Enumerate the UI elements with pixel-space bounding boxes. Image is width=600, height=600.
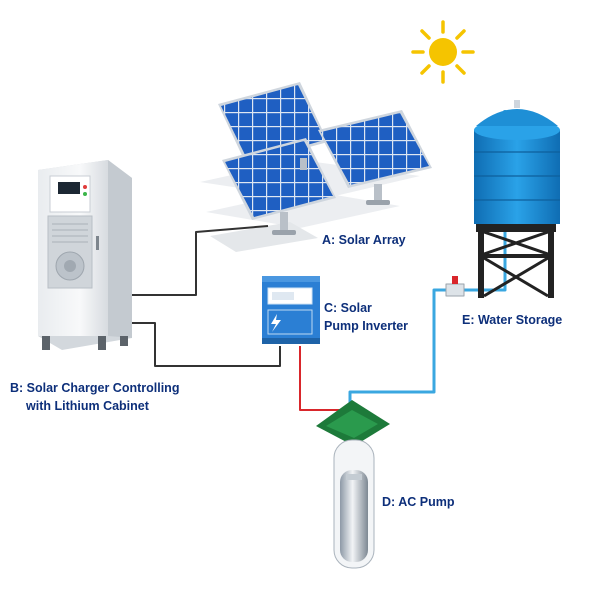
label-inverter-line1: C: Solar	[324, 301, 372, 315]
label-inverter-line2: Pump Inverter	[324, 319, 409, 333]
lightning-icon	[271, 314, 281, 332]
lithium-cabinet	[38, 160, 132, 350]
solar-pump-inverter	[262, 276, 320, 344]
label-water-storage: E: Water Storage	[462, 313, 563, 327]
sun-icon	[411, 20, 475, 84]
solar-array	[200, 82, 432, 252]
label-pump: D: AC Pump	[382, 495, 455, 509]
label-charger-line1: B: Solar Charger Controlling	[10, 381, 180, 395]
water-tower	[474, 100, 560, 298]
label-charger-line2: with Lithium Cabinet	[26, 399, 149, 413]
ac-pump	[316, 400, 390, 569]
label-solar-array: A: Solar Array	[322, 233, 406, 247]
